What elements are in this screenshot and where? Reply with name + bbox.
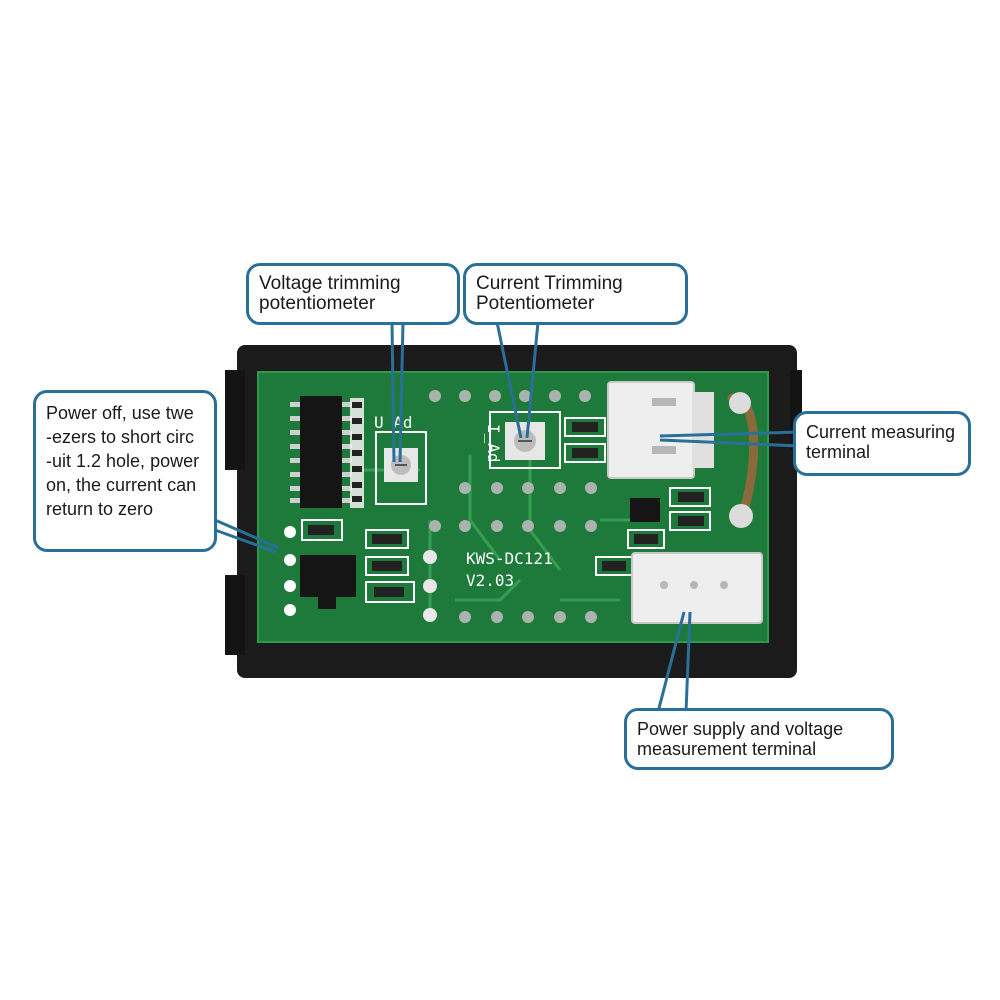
power-terminal-callout-line-2: measurement terminal [637, 739, 817, 759]
current-pot-callout-line-1: Current Trimming [476, 273, 623, 294]
zeroing-callout: Power off, use twe -ezers to short circ … [33, 390, 217, 552]
power-terminal-callout-line-1: Power supply and voltage [637, 719, 844, 739]
current-terminal-callout-line-2: terminal [806, 442, 871, 462]
zeroing-callout-line-3: -uit 1.2 hole, power [46, 451, 200, 471]
power-terminal-connector [631, 552, 763, 624]
smd-transistors [300, 498, 660, 609]
shunt-wire [727, 392, 759, 528]
current-pot-silk-label: I_Ad [484, 424, 503, 463]
ic-chip [290, 396, 352, 508]
voltage-pot-callout: Voltage trimming potentiometer [246, 263, 460, 325]
current-terminal-connector [607, 381, 714, 479]
current-terminal-callout: Current measuring terminal [793, 411, 971, 476]
current-trim-pot [489, 411, 561, 469]
zeroing-callout-line-4: on, the current can [46, 475, 197, 495]
zeroing-callout-line-2: -ezers to short circ [46, 427, 195, 447]
current-pot-callout: Current Trimming Potentiometer [463, 263, 688, 325]
voltage-trim-pot [375, 431, 427, 505]
zeroing-callout-line-1: Power off, use twe [46, 403, 194, 423]
power-terminal-callout: Power supply and voltage measurement ter… [624, 708, 894, 770]
current-pot-callout-line-2: Potentiometer [476, 293, 595, 314]
current-terminal-callout-line-1: Current measuring [806, 422, 956, 442]
smd-resistors [301, 398, 711, 603]
zeroing-callout-line-5: return to zero [46, 499, 154, 519]
callout-leader-lines [214, 321, 801, 713]
solder-pads [284, 390, 597, 623]
voltage-pot-callout-line-1: Voltage trimming [259, 273, 401, 294]
voltage-pot-callout-line-2: potentiometer [259, 293, 376, 314]
board-version-label: V2.03 [466, 571, 514, 590]
board-model-label: KWS-DC121 [466, 549, 553, 568]
